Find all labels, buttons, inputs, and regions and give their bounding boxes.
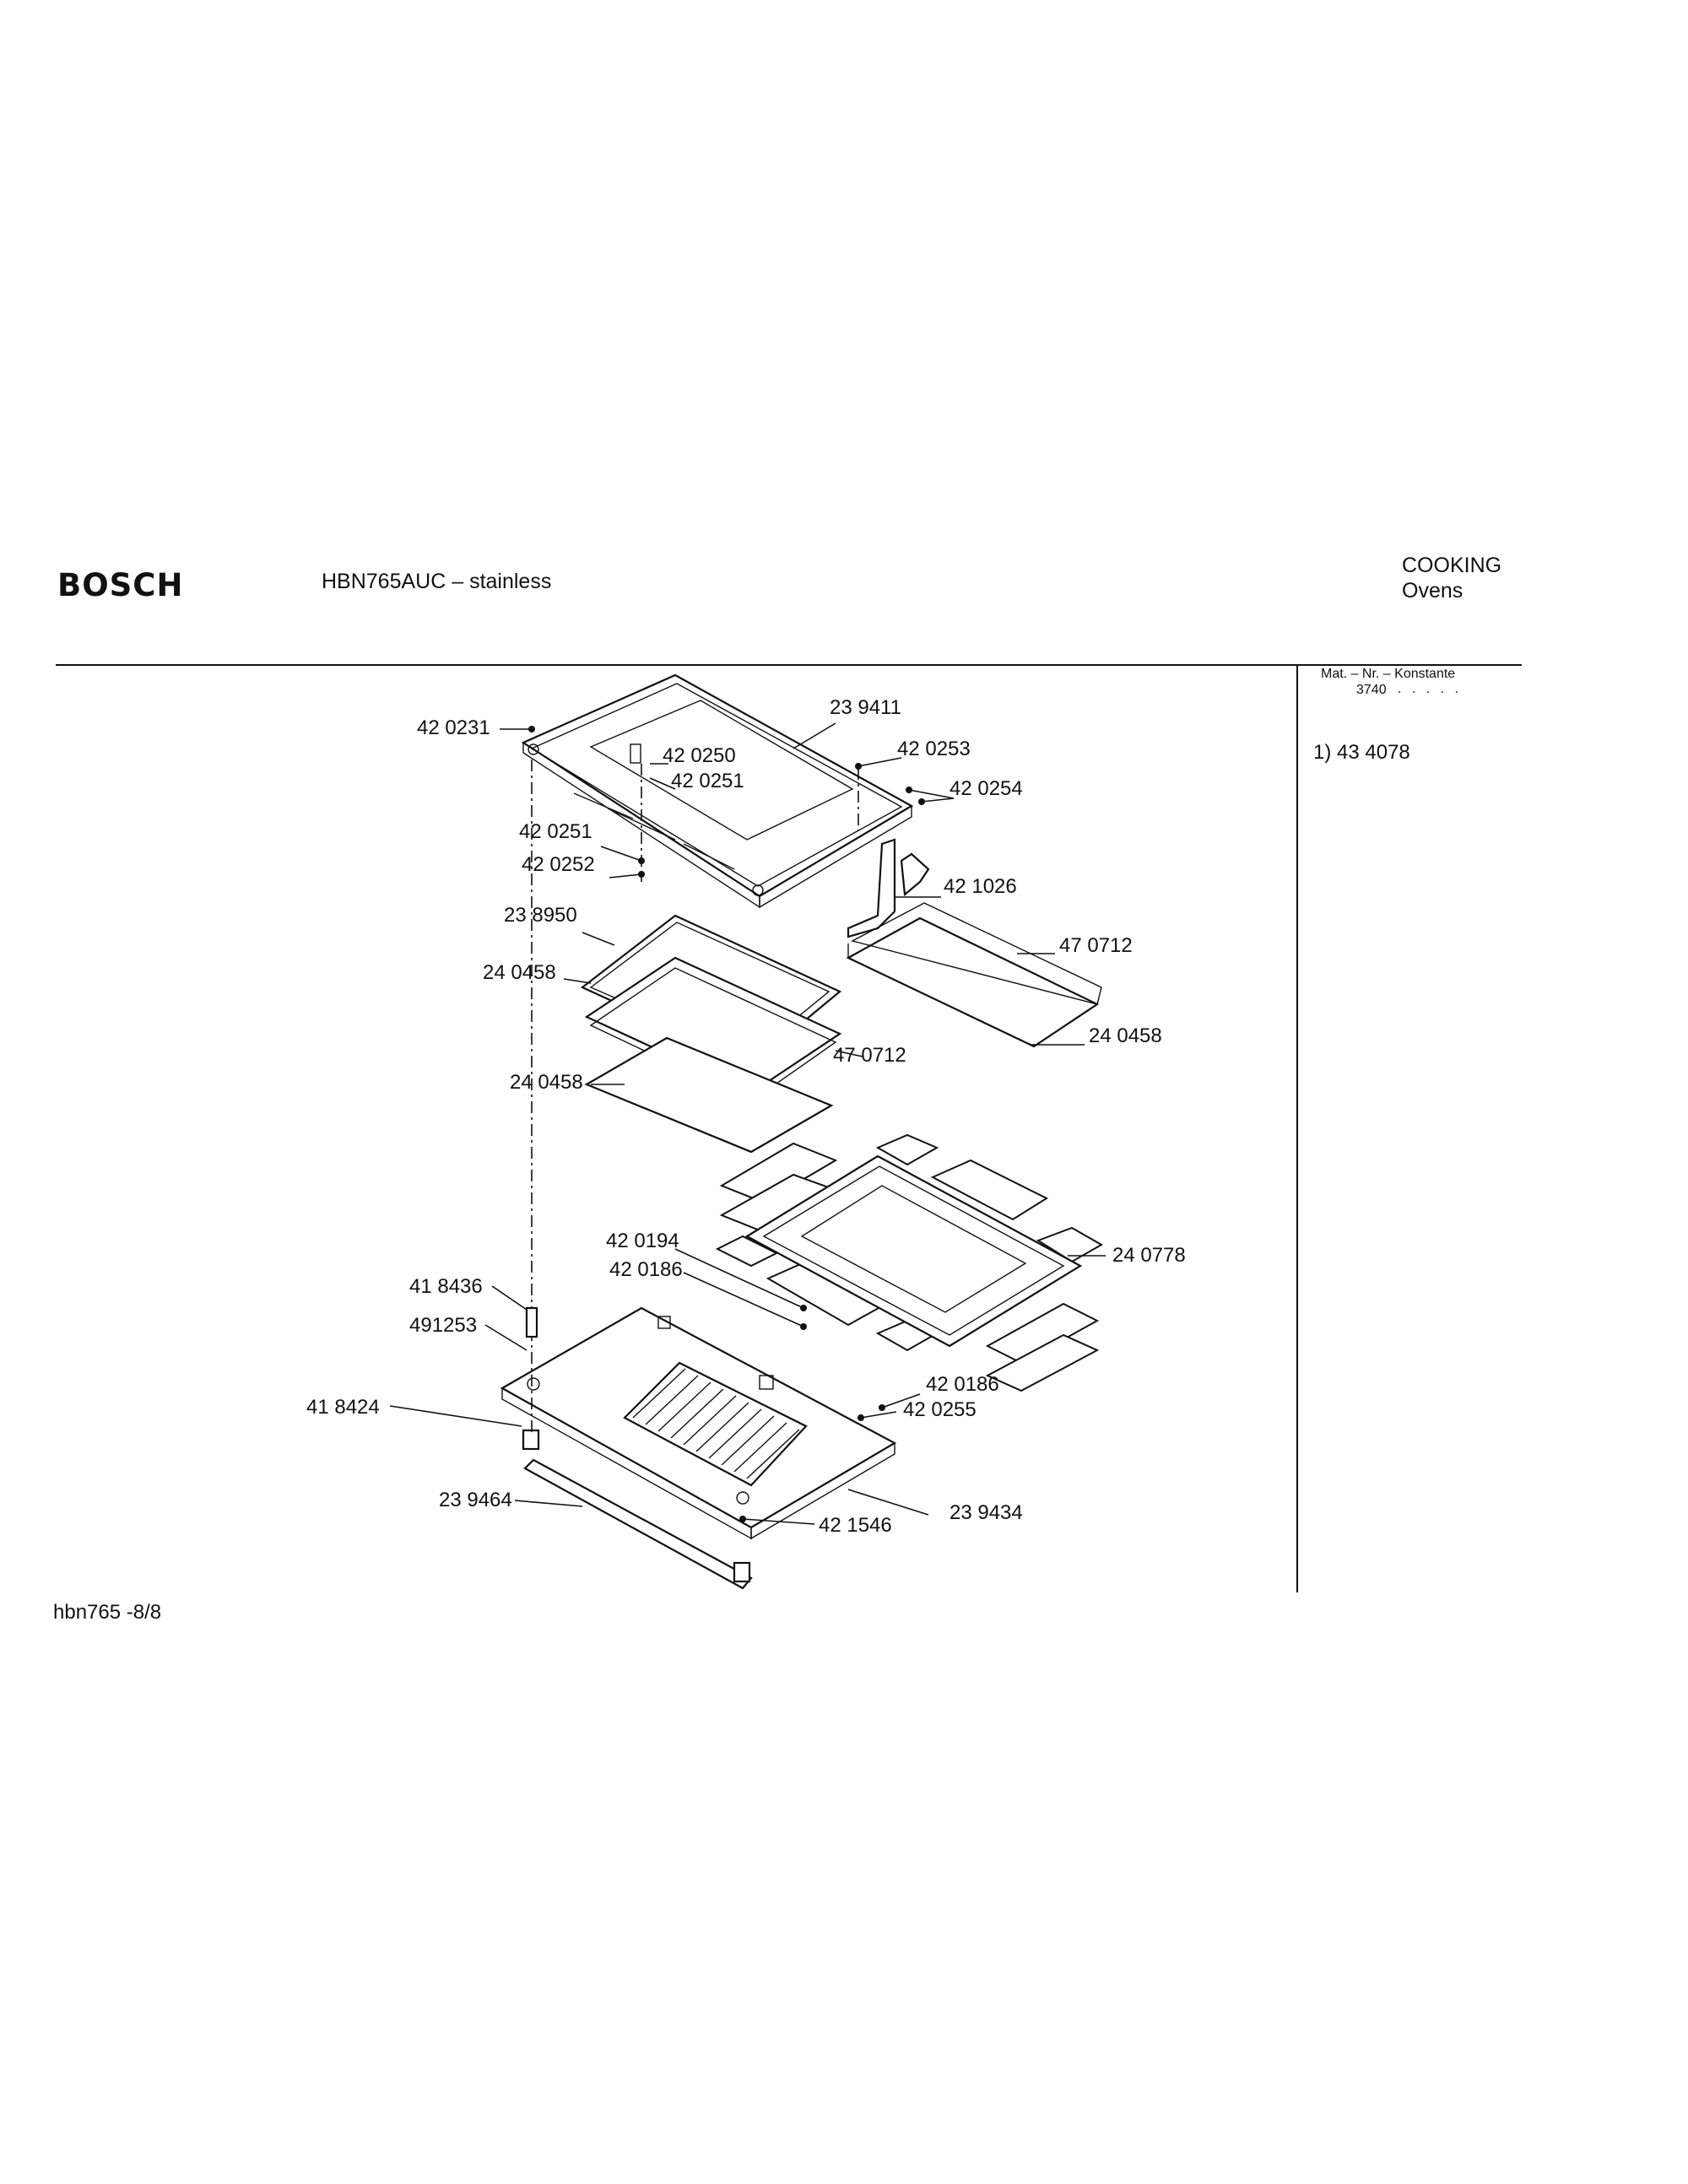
part-label: 491253 — [409, 1314, 477, 1337]
mat-nr-dots: . . . . . — [1398, 682, 1463, 696]
part-label: 47 0712 — [833, 1044, 906, 1067]
part-label: 42 0250 — [663, 744, 736, 767]
mat-nr-value: 3740 — [1356, 683, 1387, 697]
part-label: 42 0254 — [950, 777, 1023, 800]
part-label: 42 0253 — [897, 738, 971, 760]
part-label: 23 9464 — [439, 1489, 512, 1511]
part-label: 24 0458 — [1089, 1024, 1162, 1047]
part-label: 42 0251 — [671, 770, 744, 792]
model-title: HBN765AUC – stainless — [322, 570, 552, 593]
category-title: COOKING — [1402, 554, 1502, 577]
part-label: 23 9411 — [830, 696, 901, 719]
bottom-plate — [500, 1306, 897, 1540]
outer-door-panel — [521, 673, 914, 909]
part-label: 42 0252 — [522, 853, 595, 876]
vent-grille — [632, 1368, 800, 1479]
mat-nr-label: Mat. – Nr. – Konstante — [1321, 667, 1456, 681]
part-label: 42 0231 — [417, 716, 490, 739]
right-glass-panel — [846, 902, 1102, 1048]
part-label: 42 0194 — [606, 1230, 679, 1252]
page-reference: hbn765 -8/8 — [53, 1601, 162, 1624]
part-label: 42 0255 — [903, 1398, 977, 1421]
part-label: 42 0186 — [926, 1373, 999, 1396]
part-label: 42 0186 — [609, 1258, 683, 1281]
part-label: 47 0712 — [1059, 934, 1133, 957]
part-label: 24 0778 — [1112, 1244, 1186, 1267]
part-label: 24 0458 — [510, 1071, 583, 1094]
inner-glass-stack — [580, 914, 842, 1154]
part-label: 42 0251 — [519, 820, 592, 843]
category-subtitle: Ovens — [1402, 579, 1463, 603]
trim-strip — [522, 1429, 753, 1590]
part-label: 41 8424 — [306, 1396, 380, 1419]
hinge-pin — [525, 1306, 538, 1338]
part-label: 42 1546 — [819, 1514, 892, 1537]
header-divider — [56, 664, 1522, 666]
brand-logo: BOSCH — [57, 567, 184, 603]
part-label: 41 8436 — [409, 1275, 483, 1298]
insulation-frame — [715, 1133, 1104, 1392]
leader-lines — [389, 722, 1106, 1525]
part-label: 42 1026 — [944, 875, 1017, 898]
hinge-bracket — [847, 838, 930, 938]
part-label: 23 8950 — [504, 904, 577, 927]
part-label: 23 9434 — [950, 1501, 1023, 1524]
sidebar-divider — [1296, 664, 1298, 1592]
footnote-part: 1) 43 4078 — [1313, 741, 1410, 764]
part-label: 24 0458 — [483, 961, 556, 984]
